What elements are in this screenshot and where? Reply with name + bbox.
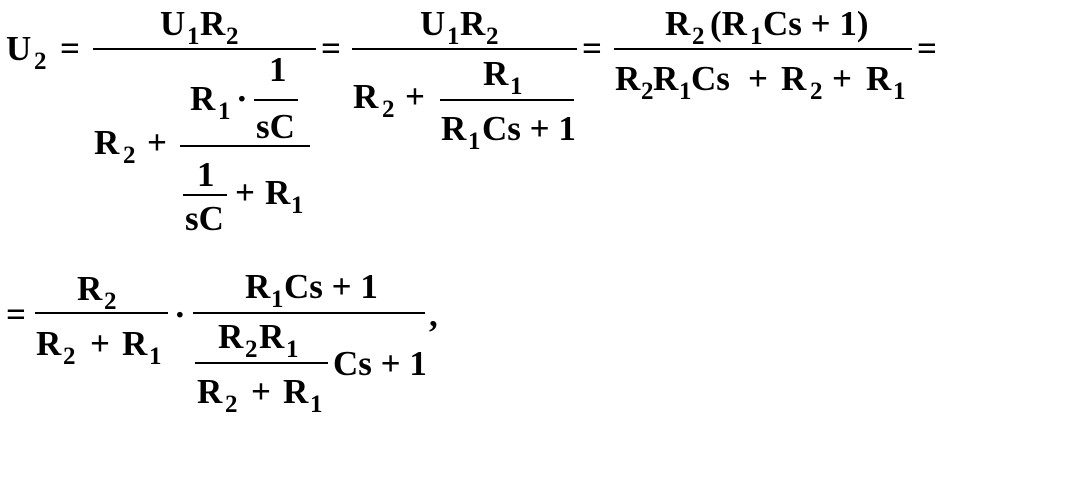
f3-num-r-sub: 2	[692, 23, 705, 50]
f1-num-r: R	[200, 4, 226, 43]
f5-inner-num-r2: R	[259, 317, 285, 356]
f5-inner-den-r2: R	[283, 372, 309, 411]
f3-den-r3-sub: 2	[810, 78, 823, 105]
f3-num-paren-rest: Cs + 1)	[763, 4, 869, 43]
f4-num-r-sub: 2	[104, 288, 117, 315]
f2-den-plus: +	[405, 77, 425, 116]
fraction-4: R 2 R 2 + R 1	[35, 269, 168, 370]
lhs-symbol: U	[6, 29, 31, 68]
f4-den-plus: +	[90, 324, 110, 363]
inner-small-num: 1	[269, 50, 287, 89]
f4-num-r: R	[77, 269, 103, 308]
f2-inner-den-rest: Cs + 1	[482, 109, 576, 148]
inner-den-r: R	[265, 173, 291, 212]
f3-den-r2-sub: 1	[679, 78, 692, 105]
f5-inner-den-plus: +	[251, 372, 271, 411]
f5-tail: Cs + 1	[333, 344, 427, 383]
f5-num-rest: Cs + 1	[284, 267, 378, 306]
f2-num-r: R	[460, 4, 486, 43]
f1-num-u-sub: 1	[187, 23, 200, 50]
f2-num-r-sub: 2	[486, 23, 499, 50]
equals-sign-4: =	[917, 29, 937, 68]
f1-inner-fraction: R 1 · 1 sC 1 sC + R 1	[180, 50, 310, 238]
f1-den-r: R	[94, 123, 120, 162]
f1-den-r-sub: 2	[123, 142, 136, 169]
f5-num-r-sub: 1	[271, 286, 284, 313]
line2-equals-sign: =	[6, 295, 26, 334]
f1-num-u: U	[160, 4, 185, 43]
fraction-1: U 1 R 2 R 2 + R 1 · 1 sC 1 sC + R	[93, 4, 316, 238]
f5-inner-den-r1-sub: 2	[225, 391, 238, 418]
fraction-5: R 1 Cs + 1 R 2 R 1 R 2 + R 1 Cs + 1	[193, 267, 427, 418]
equals-sign-2: =	[321, 29, 341, 68]
f5-inner-den-r2-sub: 1	[310, 391, 323, 418]
f5-inner-num-r1-sub: 2	[245, 336, 258, 363]
equals-sign-1: =	[60, 29, 80, 68]
f3-den-r4: R	[866, 59, 892, 98]
f3-den-cs: Cs	[691, 59, 730, 98]
f5-inner-num-r2-sub: 1	[286, 336, 299, 363]
f1-num-r-sub: 2	[226, 23, 239, 50]
equation-line-1: U 2 = U 1 R 2 R 2 + R 1 · 1 sC 1	[6, 4, 937, 238]
f3-num-r: R	[665, 4, 691, 43]
f2-num-u-sub: 1	[447, 23, 460, 50]
f5-num-r: R	[245, 267, 271, 306]
f4-den-r1: R	[36, 324, 62, 363]
fraction-2: U 1 R 2 R 2 + R 1 R 1 Cs + 1	[352, 4, 577, 155]
f2-den-r: R	[353, 77, 379, 116]
inner-num-r-sub: 1	[218, 98, 231, 125]
f1-den-plus: +	[147, 123, 167, 162]
trailing-comma: ,	[429, 295, 438, 334]
equals-sign-3: =	[582, 29, 602, 68]
f2-inner-num-r: R	[483, 54, 509, 93]
f2-inner-num-r-sub: 1	[510, 73, 523, 100]
f3-num-paren-r: (R	[710, 4, 748, 43]
inner-den-frac-num: 1	[197, 155, 215, 194]
multiply-dot: ·	[174, 295, 186, 334]
f3-den-r1-sub: 2	[641, 78, 654, 105]
f5-inner-num-r1: R	[218, 317, 244, 356]
f3-den-r4-sub: 1	[893, 78, 906, 105]
f3-den-r1: R	[615, 59, 641, 98]
inner-num-dot: ·	[236, 79, 248, 118]
f4-den-r2: R	[122, 324, 148, 363]
f3-den-plus-2: +	[832, 59, 852, 98]
inner-den-plus: +	[235, 173, 255, 212]
f5-inner-den-r1: R	[197, 372, 223, 411]
fraction-3: R 2 (R 1 Cs + 1) R 2 R 1 Cs + R 2 + R 1	[614, 4, 912, 105]
f3-num-paren-sub: 1	[750, 23, 763, 50]
f4-den-r1-sub: 2	[63, 343, 76, 370]
inner-den-frac-den: sC	[185, 199, 224, 238]
f2-den-r-sub: 2	[382, 96, 395, 123]
f3-den-r2: R	[653, 59, 679, 98]
f4-den-r2-sub: 1	[149, 343, 162, 370]
f2-num-u: U	[420, 4, 445, 43]
inner-den-r-sub: 1	[291, 192, 304, 219]
inner-num-r: R	[190, 79, 216, 118]
f2-inner-den-r-sub: 1	[468, 128, 481, 155]
f2-inner-den-r: R	[441, 109, 467, 148]
f3-den-r3: R	[781, 59, 807, 98]
inner-small-den: sC	[256, 107, 295, 146]
f3-den-plus-1: +	[748, 59, 768, 98]
lhs-subscript: 2	[34, 48, 47, 75]
equation-line-2: = R 2 R 2 + R 1 · R 1 Cs + 1 R 2 R 1 R 2…	[6, 267, 438, 418]
